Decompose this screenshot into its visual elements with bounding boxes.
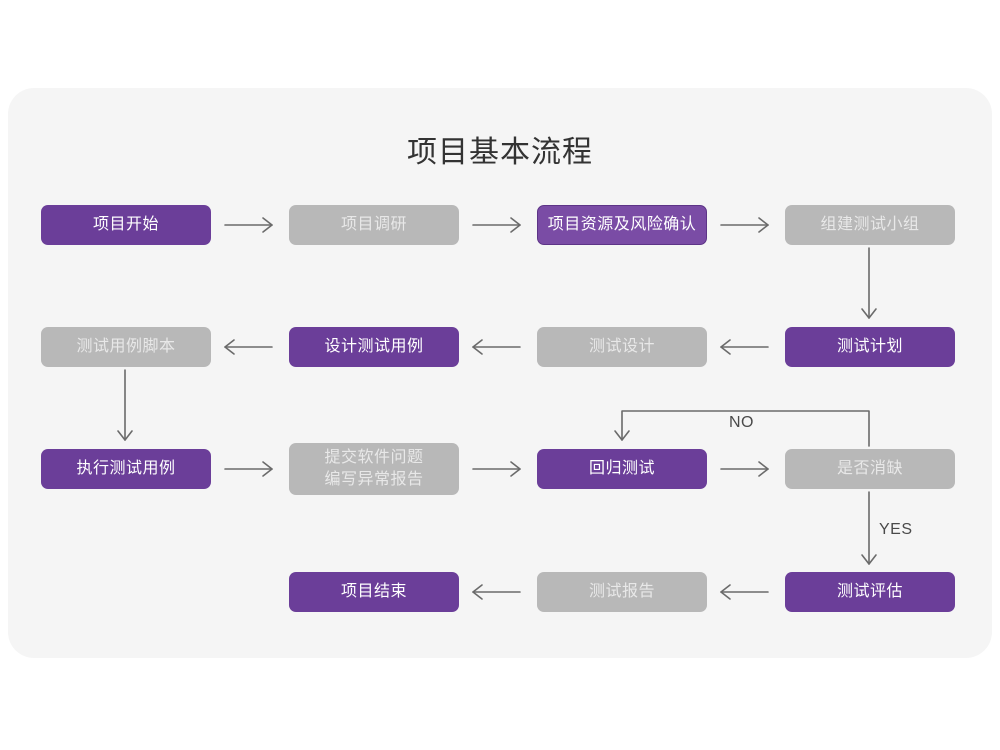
edge-label-yes: YES bbox=[879, 521, 913, 538]
node-test-design[interactable]: 测试设计 bbox=[537, 327, 707, 367]
node-project-research[interactable]: 项目调研 bbox=[289, 205, 459, 245]
node-project-end[interactable]: 项目结束 bbox=[289, 572, 459, 612]
node-test-case-scripts[interactable]: 测试用例脚本 bbox=[41, 327, 211, 367]
node-defects-cleared[interactable]: 是否消缺 bbox=[785, 449, 955, 489]
node-test-evaluation[interactable]: 测试评估 bbox=[785, 572, 955, 612]
edge-label-no: NO bbox=[729, 414, 754, 431]
node-test-plan[interactable]: 测试计划 bbox=[785, 327, 955, 367]
node-form-test-team[interactable]: 组建测试小组 bbox=[785, 205, 955, 245]
node-design-test-cases[interactable]: 设计测试用例 bbox=[289, 327, 459, 367]
page-title: 项目基本流程 bbox=[407, 136, 593, 169]
node-project-start[interactable]: 项目开始 bbox=[41, 205, 211, 245]
node-test-report[interactable]: 测试报告 bbox=[537, 572, 707, 612]
node-resource-risk-confirm[interactable]: 项目资源及风险确认 bbox=[537, 205, 707, 245]
node-regression-test[interactable]: 回归测试 bbox=[537, 449, 707, 489]
node-execute-test-cases[interactable]: 执行测试用例 bbox=[41, 449, 211, 489]
node-submit-defects-report[interactable]: 提交软件问题 编写异常报告 bbox=[289, 443, 459, 495]
diagram-panel bbox=[8, 88, 992, 658]
